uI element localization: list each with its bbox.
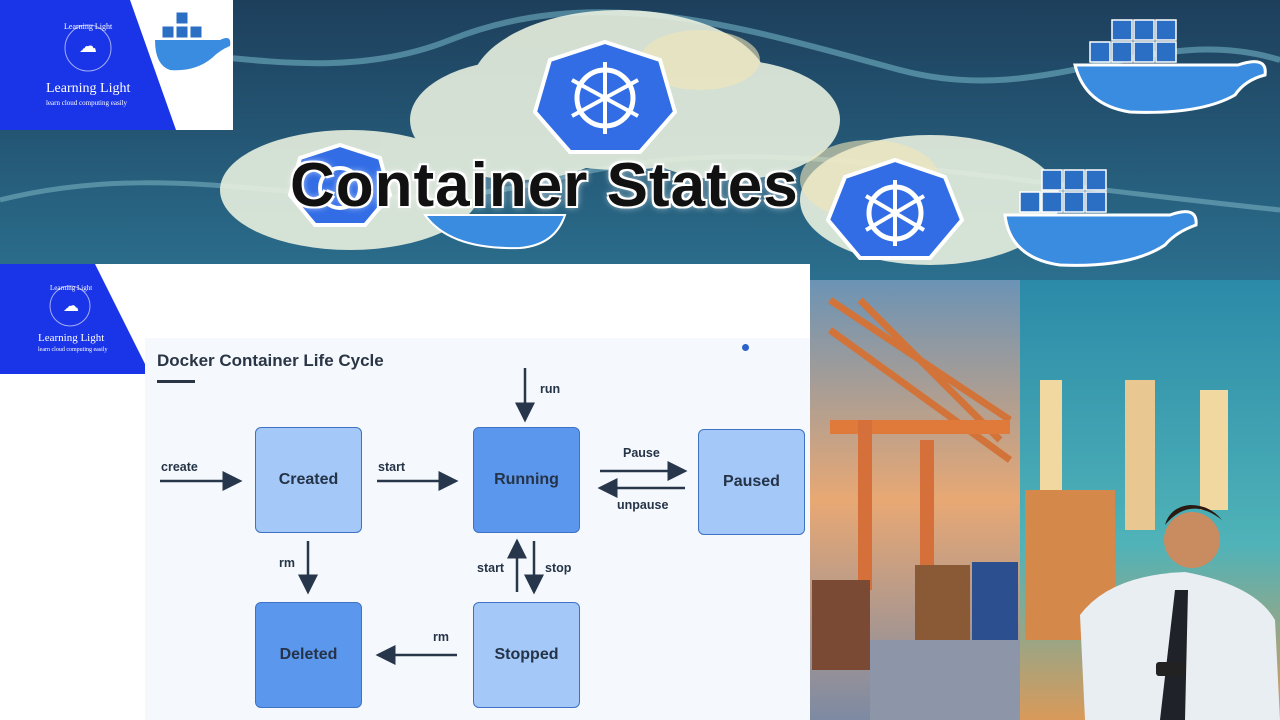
label-create: create xyxy=(161,460,198,474)
label-stop: stop xyxy=(545,561,572,575)
label-start-stopped: start xyxy=(477,561,505,575)
logo-arc-text: Learning Light xyxy=(64,22,113,31)
label-pause: Pause xyxy=(623,446,660,460)
logo-tagline: learn cloud computing easily xyxy=(46,99,128,107)
cloud-icon: ☁ xyxy=(63,298,79,315)
docker-whale-icon xyxy=(423,214,567,250)
diagram-title: Docker Container Life Cycle xyxy=(157,351,384,370)
kubernetes-helm-icon xyxy=(287,142,393,227)
state-paused: Paused xyxy=(698,429,805,535)
brand-logo-small: ☁ Learning Light Learning Light learn cl… xyxy=(0,264,150,374)
label-rm-created: rm xyxy=(279,556,295,570)
label-run: run xyxy=(540,382,561,396)
docker-whale-icon xyxy=(1003,169,1198,267)
label-unpause: unpause xyxy=(617,498,669,512)
logo-name: Learning Light xyxy=(46,81,131,96)
page-title: Container States xyxy=(290,151,799,220)
label-start: start xyxy=(378,460,406,474)
title-underline xyxy=(157,380,195,383)
kubernetes-helm-icon xyxy=(825,157,965,260)
state-stopped: Stopped xyxy=(473,602,580,708)
decorative-dot xyxy=(742,344,749,351)
logo-shape xyxy=(0,0,231,130)
state-deleted: Deleted xyxy=(255,602,362,708)
logo-arc-text: Learning Light xyxy=(50,284,93,292)
logo-tagline: learn cloud computing easily xyxy=(38,347,108,353)
state-created: Created xyxy=(255,427,362,533)
label-rm-stopped: rm xyxy=(433,630,449,644)
logo-name: Learning Light xyxy=(38,332,105,344)
logo-shape xyxy=(0,264,150,374)
person-illustration xyxy=(1080,505,1280,720)
docker-whale-icon xyxy=(1073,19,1267,114)
cloud-icon: ☁ xyxy=(79,36,97,56)
kubernetes-helm-icon xyxy=(532,39,678,154)
brand-logo: ☁ Learning Light Learning Light learn cl… xyxy=(0,0,233,130)
state-running: Running xyxy=(473,427,580,533)
